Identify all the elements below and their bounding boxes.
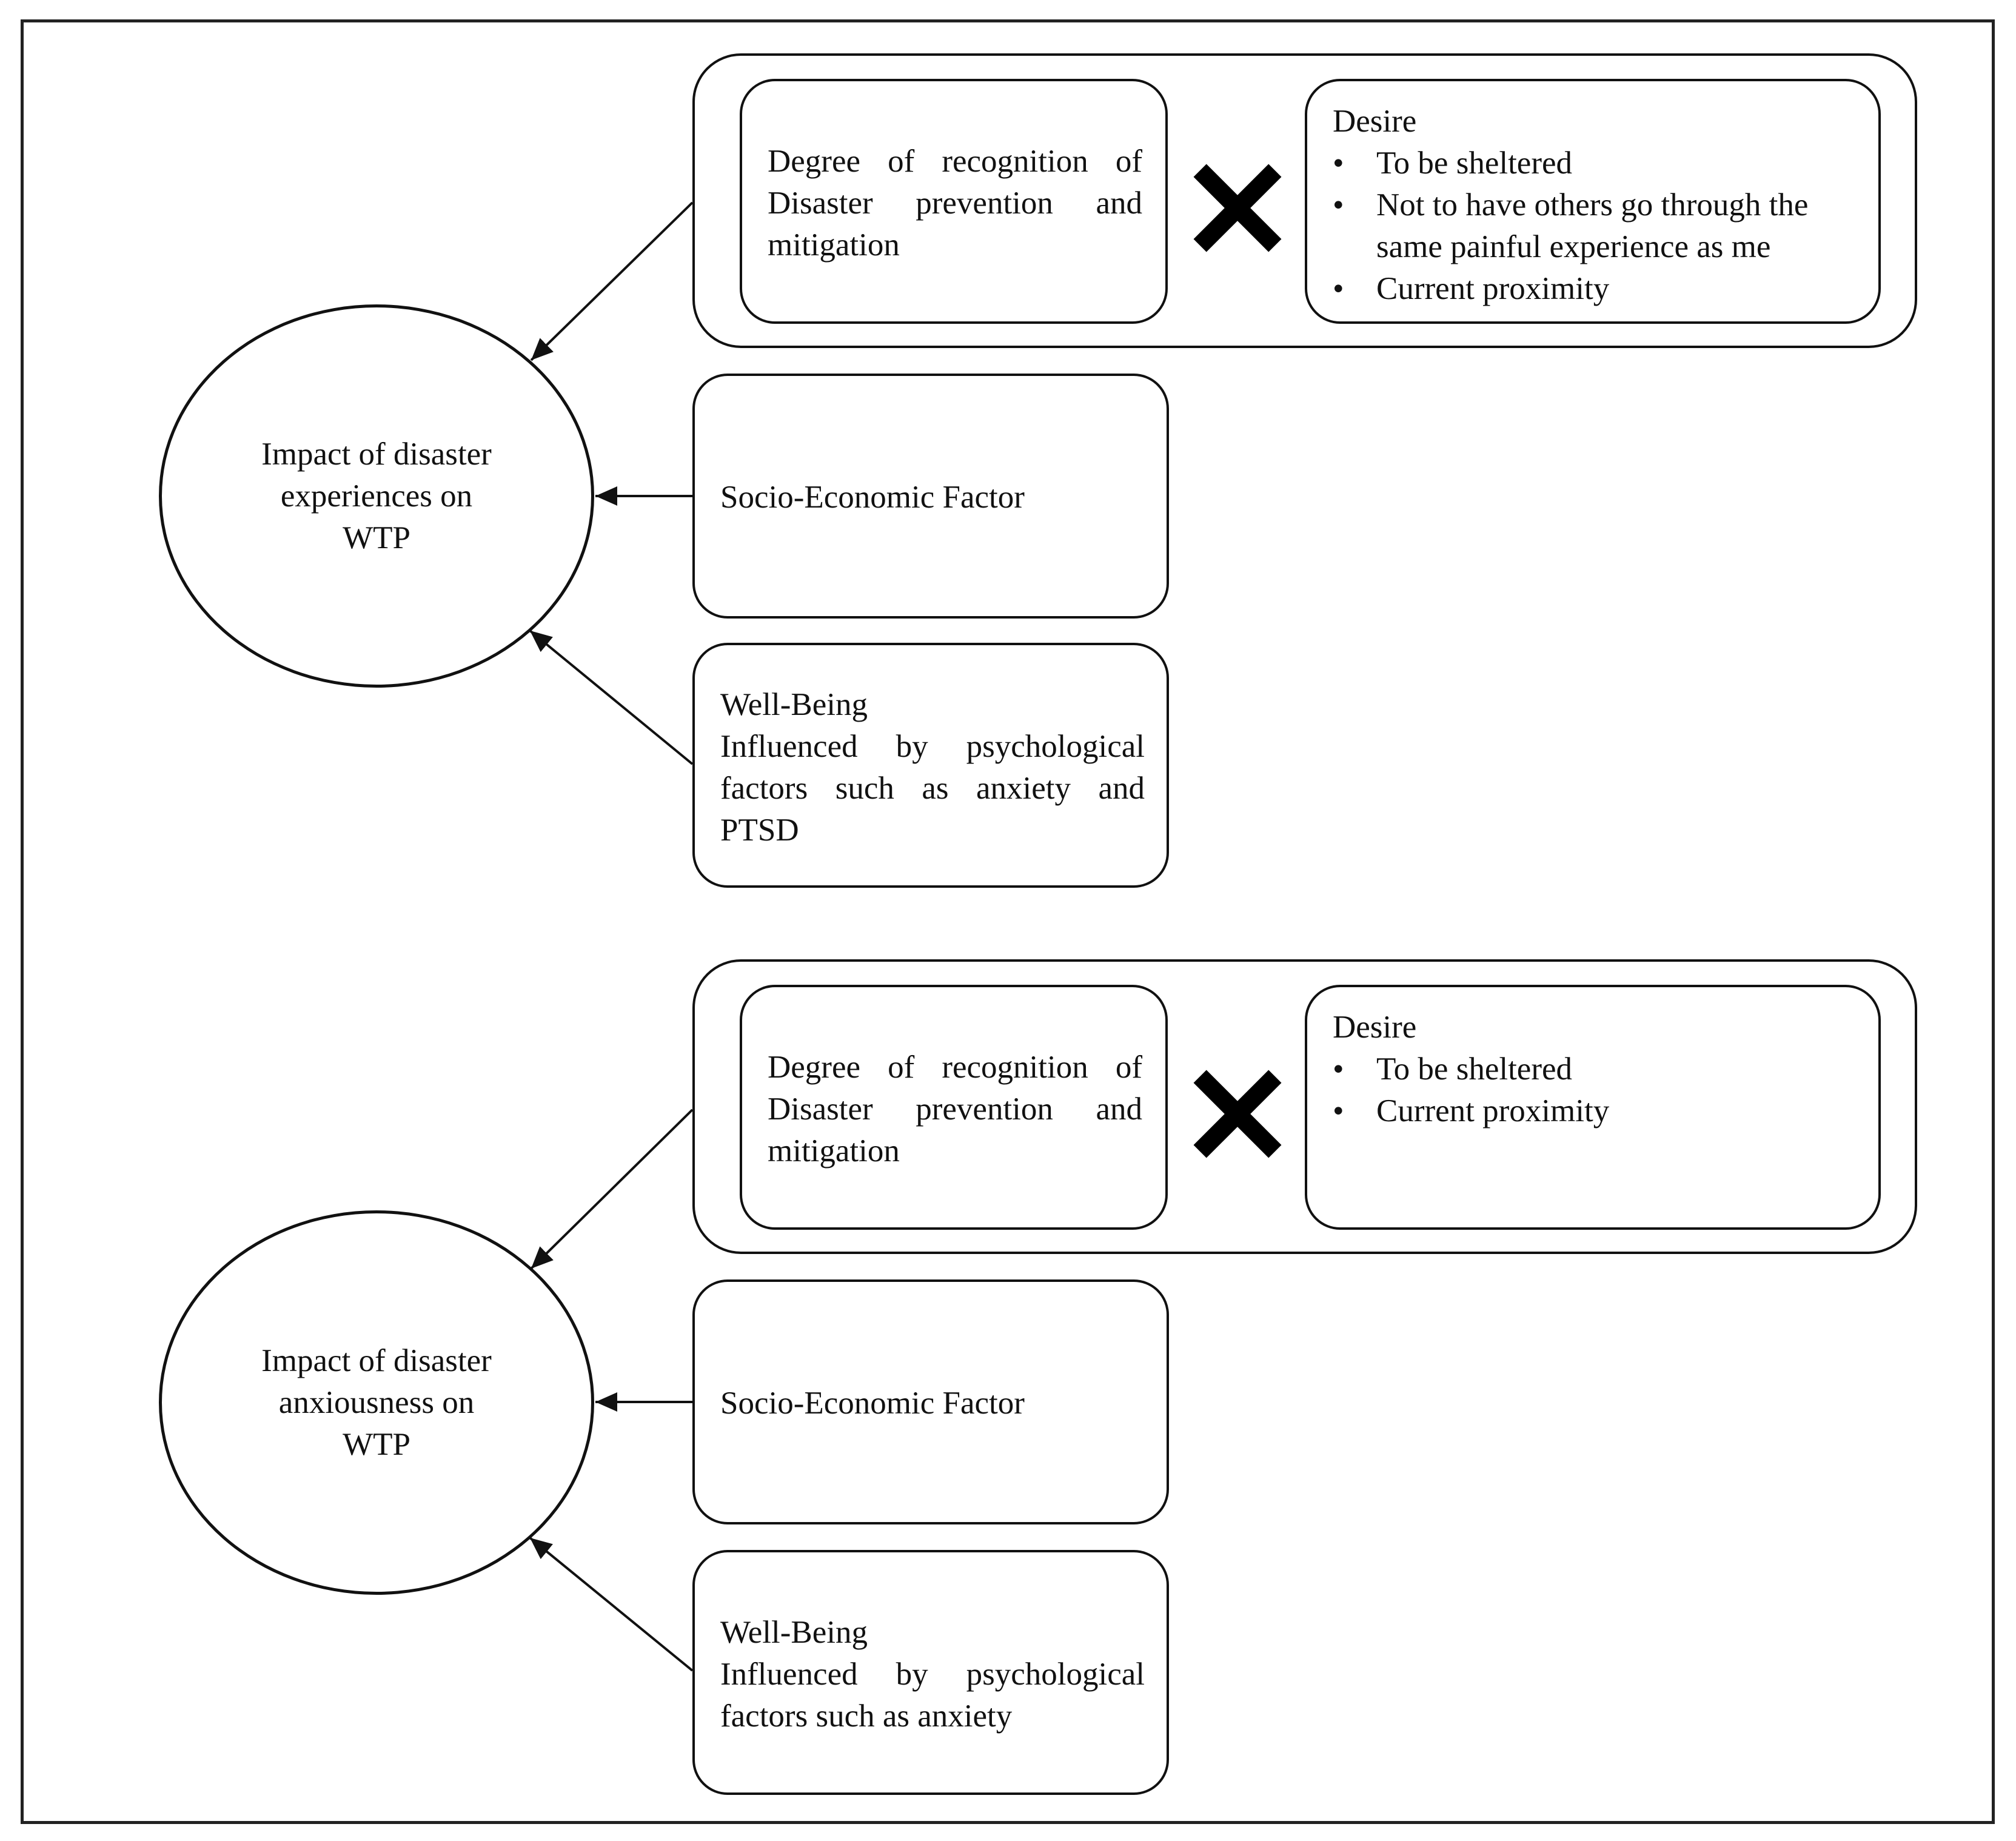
- cross-icon: [1193, 1070, 1282, 1158]
- well-being-title: Well-Being: [720, 1615, 868, 1650]
- recognition-line-3: mitigation: [768, 227, 900, 263]
- socio-economic-box-top: Socio-Economic Factor: [692, 374, 1169, 619]
- recognition-box-top: Degree of recognition of Disaster preven…: [740, 79, 1168, 324]
- desire-title: Desire: [1333, 1010, 1417, 1045]
- socio-economic-label: Socio-Economic Factor: [720, 480, 1025, 515]
- socio-economic-box-bottom: Socio-Economic Factor: [692, 1279, 1169, 1524]
- outcome-label-anxiousness: Impact of disaster anxiousness on WTP: [261, 1343, 492, 1462]
- well-being-line-2: factors such as anxiety and: [720, 771, 1145, 806]
- recognition-line-1: Degree of recognition of: [768, 1050, 1142, 1085]
- recognition-line-2: Disaster prevention and: [768, 186, 1142, 221]
- desire-item: To be sheltered: [1333, 143, 1866, 184]
- desire-box-bottom: Desire To be sheltered Current proximity: [1305, 985, 1881, 1230]
- outcome-label-experiences: Impact of disaster experiences on WTP: [261, 436, 492, 555]
- desire-item: Current proximity: [1333, 1090, 1866, 1132]
- cross-icon: [1193, 164, 1282, 252]
- recognition-line-2: Disaster prevention and: [768, 1092, 1142, 1127]
- well-being-box-bottom: Well-Being Influenced by psychological f…: [692, 1550, 1169, 1795]
- desire-box-top: Desire To be sheltered Not to have other…: [1305, 79, 1881, 324]
- desire-item: To be sheltered: [1333, 1048, 1866, 1090]
- arrow-wellbeing-to-experiences: [529, 629, 694, 765]
- figure-frame: [21, 19, 1995, 1824]
- well-being-line-1: Influenced by psychological: [720, 1657, 1145, 1692]
- well-being-line-2: factors such as anxiety: [720, 1698, 1013, 1734]
- well-being-line-3: PTSD: [720, 813, 799, 848]
- socio-economic-label: Socio-Economic Factor: [720, 1386, 1025, 1421]
- desire-title: Desire: [1333, 104, 1417, 139]
- desire-item: Current proximity: [1333, 268, 1866, 310]
- well-being-line-1: Influenced by psychological: [720, 729, 1145, 764]
- desire-item: Not to have others go through the same p…: [1333, 184, 1866, 268]
- well-being-title: Well-Being: [720, 687, 868, 722]
- well-being-box-top: Well-Being Influenced by psychological f…: [692, 643, 1169, 888]
- arrow-combined-to-anxiousness: [530, 1108, 694, 1270]
- recognition-line-1: Degree of recognition of: [768, 144, 1142, 179]
- recognition-line-3: mitigation: [768, 1133, 900, 1169]
- desire-list: To be sheltered Not to have others go th…: [1333, 143, 1866, 310]
- outcome-ellipse-anxiousness: Impact of disaster anxiousness on WTP: [159, 1210, 594, 1595]
- recognition-box-bottom: Degree of recognition of Disaster preven…: [740, 985, 1168, 1230]
- arrow-combined-to-experiences: [530, 201, 694, 361]
- arrow-wellbeing-to-anxiousness: [529, 1537, 694, 1672]
- desire-list: To be sheltered Current proximity: [1333, 1048, 1866, 1132]
- outcome-ellipse-experiences: Impact of disaster experiences on WTP: [159, 304, 594, 688]
